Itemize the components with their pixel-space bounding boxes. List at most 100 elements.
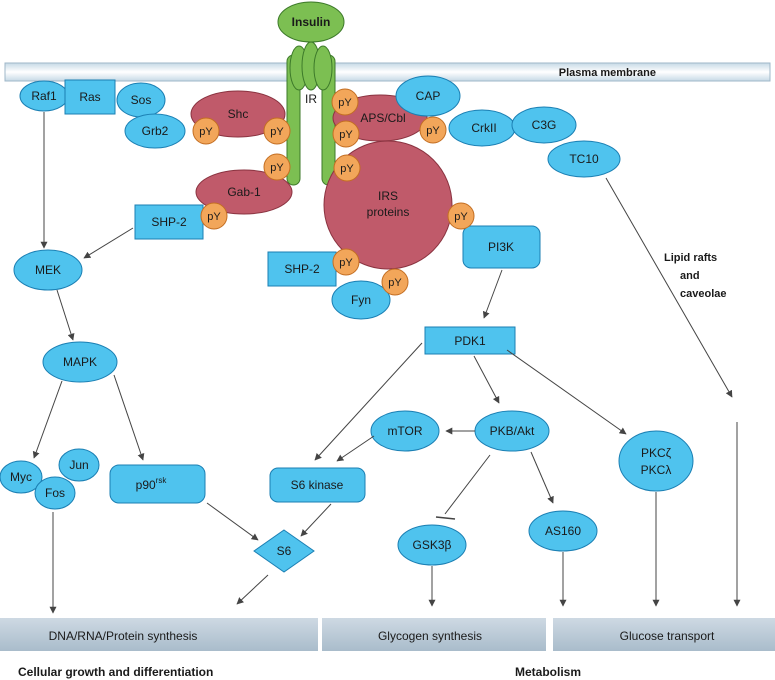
- svg-text:Jun: Jun: [69, 458, 88, 472]
- svg-text:MEK: MEK: [35, 263, 61, 277]
- shp2-node-b: SHP-2: [267, 251, 337, 287]
- fos-node: Fos: [34, 476, 76, 510]
- svg-text:mTOR: mTOR: [387, 424, 422, 438]
- arrow-pdk1-pkb: [473, 355, 500, 404]
- svg-text:Sos: Sos: [131, 93, 152, 107]
- svg-text:and: and: [680, 270, 700, 282]
- arrow-s6kinase-s6: [300, 503, 332, 537]
- py-site-crkii: pY: [419, 116, 447, 144]
- py-site-pi3k: pY: [447, 202, 475, 230]
- svg-text:proteins: proteins: [367, 205, 410, 219]
- s6-kinase-node: S6 kinase: [269, 467, 366, 503]
- arrow-pkb-as160: [530, 451, 554, 504]
- svg-text:DNA/RNA/Protein synthesis: DNA/RNA/Protein synthesis: [49, 629, 198, 643]
- svg-text:PI3K: PI3K: [488, 240, 514, 254]
- py-site-shp2-a: pY: [200, 202, 228, 230]
- svg-text:Fos: Fos: [45, 486, 65, 500]
- fyn-node: Fyn: [331, 280, 391, 320]
- svg-text:pY: pY: [426, 125, 440, 137]
- raf1-node: Raf1: [19, 80, 69, 112]
- svg-text:SHP-2: SHP-2: [151, 215, 187, 229]
- arrow-pdk1-s6kinase: [314, 342, 423, 461]
- svg-text:pY: pY: [270, 126, 284, 138]
- svg-text:APS/Cbl: APS/Cbl: [360, 111, 405, 125]
- py-site-ir-right: pY: [332, 120, 360, 148]
- inhibit-pkb-gsk3b: [444, 454, 491, 515]
- svg-text:CAP: CAP: [416, 89, 441, 103]
- svg-text:caveolae: caveolae: [680, 288, 726, 300]
- svg-text:Shc: Shc: [228, 107, 249, 121]
- mek-node: MEK: [13, 249, 83, 291]
- svg-text:Glycogen synthesis: Glycogen synthesis: [378, 629, 482, 643]
- svg-text:Grb2: Grb2: [142, 124, 169, 138]
- svg-text:pY: pY: [454, 211, 468, 223]
- jun-node: Jun: [58, 448, 100, 482]
- arrow-mapk-transcription: [32, 380, 63, 459]
- arrow-shp2-mek: [83, 227, 134, 259]
- py-site-grb2: pY: [192, 117, 220, 145]
- ir-label: IR: [305, 92, 317, 106]
- pkc-node: PKCζ PKCλ: [618, 430, 694, 492]
- svg-text:PKCζ: PKCζ: [641, 446, 672, 460]
- svg-text:PDK1: PDK1: [454, 334, 486, 348]
- py-site-shp2-b: pY: [332, 248, 360, 276]
- plasma-membrane-label: Plasma membrane: [559, 67, 656, 79]
- as160-node: AS160: [528, 510, 598, 552]
- output-glucose: Glucose transport: [553, 618, 775, 651]
- svg-text:pY: pY: [339, 129, 353, 141]
- arrow-p90-s6: [206, 502, 259, 541]
- insulin-label: Insulin: [292, 15, 331, 29]
- arrow-s6-synthesis: [236, 574, 269, 605]
- svg-text:PKCλ: PKCλ: [641, 463, 672, 477]
- category-growth: Cellular growth and differentiation: [18, 665, 213, 679]
- svg-text:S6 kinase: S6 kinase: [291, 478, 344, 492]
- arrow-pi3k-pdk1: [482, 269, 503, 319]
- svg-text:MAPK: MAPK: [63, 355, 97, 369]
- svg-text:S6: S6: [277, 544, 292, 558]
- svg-text:Ras: Ras: [79, 90, 100, 104]
- tc10-node: TC10: [547, 140, 621, 178]
- crkii-node: CrkII: [448, 109, 516, 147]
- svg-text:Myc: Myc: [10, 470, 32, 484]
- svg-text:pY: pY: [270, 162, 284, 174]
- pkb-akt-node: PKB/Akt: [474, 410, 550, 452]
- grb2-node: Grb2: [124, 113, 186, 149]
- insulin-node: Insulin: [277, 1, 345, 43]
- py-site-aps: pY: [331, 88, 359, 116]
- svg-text:pY: pY: [207, 211, 221, 223]
- svg-text:C3G: C3G: [532, 118, 557, 132]
- pdk1-node: PDK1: [424, 326, 516, 355]
- arrow-mtor-s6kinase: [336, 435, 375, 462]
- lipid-rafts-annotation: Lipid rafts and caveolae: [664, 252, 726, 300]
- svg-text:PKB/Akt: PKB/Akt: [490, 424, 535, 438]
- py-site-fyn: pY: [381, 268, 409, 296]
- p90-label: p90: [136, 478, 156, 492]
- svg-text:pY: pY: [199, 126, 213, 138]
- svg-text:Glucose transport: Glucose transport: [620, 629, 715, 643]
- rsk-superscript: rsk: [156, 476, 168, 485]
- p90rsk-node: p90rsk: [109, 464, 206, 504]
- plasma-membrane: Plasma membrane: [4, 62, 771, 82]
- myc-node: Myc: [0, 460, 43, 494]
- svg-text:pY: pY: [388, 277, 402, 289]
- gsk3b-node: GSK3β: [397, 524, 467, 566]
- mapk-node: MAPK: [42, 341, 118, 383]
- arrow-mek-mapk: [56, 289, 75, 341]
- svg-text:Gab-1: Gab-1: [227, 185, 261, 199]
- pi3k-node: PI3K: [462, 225, 541, 269]
- svg-text:pY: pY: [340, 163, 354, 175]
- s6-node: S6: [253, 529, 315, 573]
- mtor-node: mTOR: [370, 410, 440, 452]
- ras-node: Ras: [64, 79, 116, 115]
- output-synthesis: DNA/RNA/Protein synthesis: [0, 618, 318, 651]
- svg-text:Raf1: Raf1: [31, 89, 57, 103]
- svg-text:CrkII: CrkII: [471, 121, 496, 135]
- py-site-shc: pY: [263, 117, 291, 145]
- pathway-arrows: [32, 112, 741, 614]
- svg-text:IRS: IRS: [378, 189, 398, 203]
- svg-text:TC10: TC10: [569, 152, 599, 166]
- category-metabolism: Metabolism: [515, 665, 581, 679]
- cap-node: CAP: [395, 75, 461, 117]
- svg-text:pY: pY: [338, 97, 352, 109]
